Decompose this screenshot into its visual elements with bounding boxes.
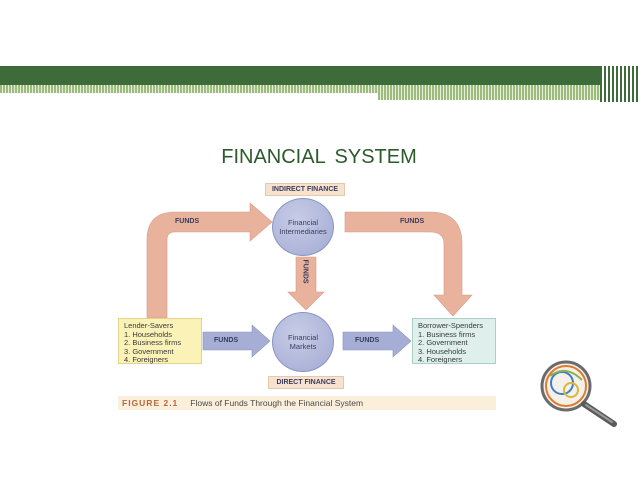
arrow-lender-to-intermediaries	[146, 202, 273, 319]
header-band	[0, 66, 638, 85]
lender-item: 1. Households	[124, 329, 172, 339]
funds-label-right-top: FUNDS	[400, 218, 425, 225]
borrower-item: 2. Government	[418, 338, 468, 347]
magnifying-glass-icon	[540, 360, 617, 427]
financial-intermediaries-node: Financial Intermediaries	[272, 198, 334, 256]
financial-markets-node: Financial Markets	[272, 312, 334, 372]
figure-caption-text: Flows of Funds Through the Financial Sys…	[190, 398, 364, 408]
slide-title: FINANCIAL SYSTEM	[221, 146, 417, 168]
figure-number: FIGURE 2.1	[122, 398, 179, 408]
borrower-title: Borrower-Spenders	[418, 321, 484, 330]
indirect-finance-tag: INDIRECT FINANCE	[265, 183, 345, 196]
funds-label-left-bottom: FUNDS	[214, 337, 239, 344]
header-stripe	[0, 85, 600, 93]
lender-item: 2. Business firms	[124, 338, 182, 347]
markets-label: Financial Markets	[287, 333, 318, 351]
arrow-lender-to-markets	[202, 324, 271, 358]
borrower-item: 4. Foreigners	[418, 355, 463, 364]
direct-finance-tag: DIRECT FINANCE	[268, 376, 344, 389]
arrow-markets-to-borrower	[342, 324, 412, 358]
header-stripe-secondary	[378, 93, 600, 100]
borrower-spenders-box: Borrower-Spenders 1. Business firms 2. G…	[412, 318, 496, 364]
lender-item: 3. Government	[124, 346, 174, 356]
lender-savers-box: Lender-Savers 1. Households 2. Business …	[118, 318, 202, 364]
intermediaries-label: Financial Intermediaries	[279, 218, 327, 236]
borrower-item: 3. Households	[418, 346, 466, 356]
funds-label-vertical: FUNDS	[301, 259, 309, 284]
lender-title: Lender-Savers	[124, 321, 174, 330]
funds-label-left-top: FUNDS	[175, 218, 200, 225]
arrow-intermediaries-to-markets	[287, 256, 325, 311]
borrower-item: 1. Business firms	[418, 329, 476, 339]
funds-label-right-bottom: FUNDS	[355, 337, 380, 344]
lender-item: 4. Foreigners	[124, 355, 169, 364]
figure-caption: FIGURE 2.1 Flows of Funds Through the Fin…	[118, 396, 496, 410]
header-band-pattern	[600, 66, 638, 102]
arrow-intermediaries-to-borrower	[344, 211, 473, 317]
